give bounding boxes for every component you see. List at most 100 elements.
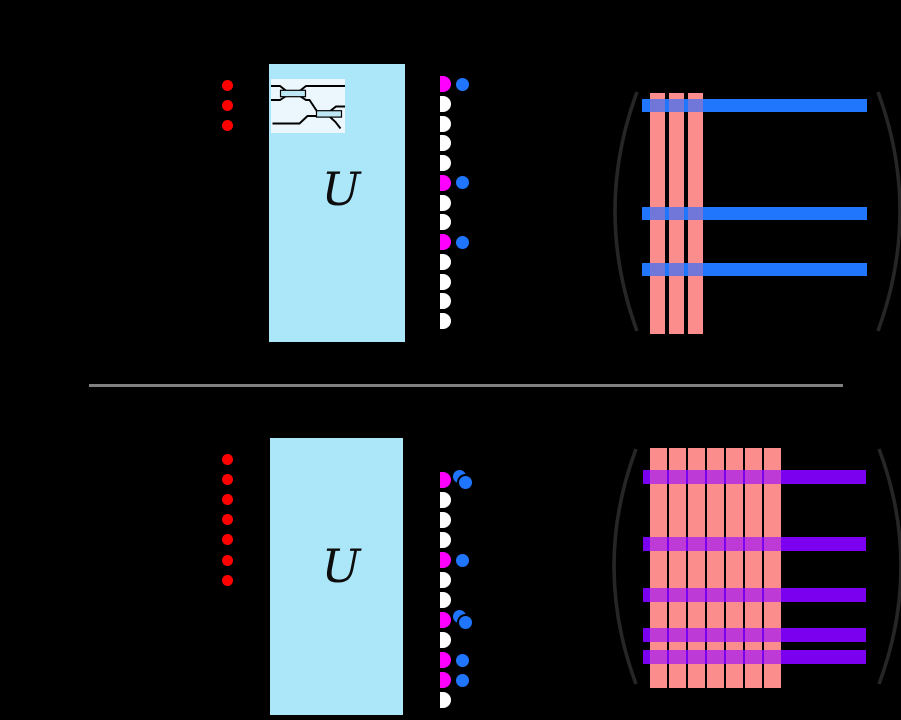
output-detector [440, 512, 451, 528]
input-photon-dot [221, 493, 233, 505]
output-photon-dot [456, 673, 469, 687]
output-detector [440, 155, 451, 171]
input-photon-dot [221, 79, 233, 91]
output-photon-dot [453, 610, 466, 623]
matrix-intersection-cell [726, 627, 743, 642]
output-detector [440, 612, 451, 628]
matrix-intersection-cell [669, 206, 684, 220]
output-photon-dot [455, 176, 469, 190]
matrix-intersection-cell [745, 470, 762, 484]
output-detector [440, 592, 451, 608]
input-photon-dot [221, 574, 233, 586]
matrix-intersection-cell [764, 650, 781, 664]
output-detector [440, 194, 451, 211]
matrix-intersection-cell [707, 470, 724, 484]
matrix-intersection-cell [745, 588, 762, 602]
output-detector [440, 313, 451, 329]
matrix-left-paren [612, 448, 638, 685]
output-detector [440, 273, 451, 290]
output-detector [440, 115, 451, 132]
input-photon-dot [221, 453, 233, 465]
matrix-row [643, 470, 866, 484]
output-photon-dot [455, 235, 469, 249]
matrix-right-paren [876, 91, 901, 332]
matrix-intersection-cell [707, 627, 724, 642]
unitary-label: U [321, 162, 361, 217]
matrix-intersection-cell [688, 537, 705, 551]
output-detector [440, 652, 451, 668]
matrix-intersection-cell [726, 650, 743, 664]
matrix-intersection-cell [669, 470, 686, 484]
matrix-intersection-cell [650, 206, 665, 220]
unitary-label: U [321, 539, 361, 594]
output-detector [440, 492, 451, 508]
output-detector [440, 552, 451, 568]
output-detector [440, 632, 451, 648]
matrix-row [642, 206, 867, 220]
matrix-intersection-cell [669, 263, 684, 276]
matrix-intersection-cell [688, 470, 705, 484]
output-detector [440, 234, 451, 250]
matrix-intersection-cell [726, 588, 743, 602]
input-photon-dot [221, 533, 233, 545]
matrix-column [707, 448, 724, 688]
matrix-row [643, 650, 866, 664]
matrix-intersection-cell [688, 627, 705, 642]
matrix-intersection-cell [688, 99, 703, 112]
output-detector [440, 174, 451, 191]
matrix-intersection-cell [764, 470, 781, 484]
output-photon-dot [456, 653, 469, 667]
input-photon-dot [221, 99, 233, 111]
matrix-intersection-cell [669, 99, 684, 112]
matrix-row [643, 627, 866, 642]
matrix-row [642, 263, 867, 276]
directional-coupler-icon [315, 110, 343, 118]
matrix-intersection-cell [745, 627, 762, 642]
output-photon-dot [459, 616, 472, 629]
matrix-intersection-cell [745, 650, 762, 664]
matrix-intersection-cell [688, 588, 705, 602]
matrix-intersection-cell [669, 627, 686, 642]
matrix-right-paren [877, 448, 901, 685]
matrix-intersection-cell [707, 650, 724, 664]
matrix-left-paren [613, 91, 639, 332]
input-photon-dot [221, 513, 233, 525]
matrix-intersection-cell [669, 588, 686, 602]
waveguide-path [271, 94, 345, 113]
matrix-intersection-cell [650, 537, 667, 551]
output-photon-dot [459, 476, 472, 489]
input-photon-dot [221, 119, 233, 131]
inset-background [271, 79, 345, 133]
output-detector [440, 472, 451, 488]
matrix-column [669, 93, 684, 334]
waveguide-path [272, 115, 342, 130]
output-detector [440, 532, 451, 548]
unitary-box [268, 436, 405, 717]
matrix-intersection-cell [764, 627, 781, 642]
input-photon-dot [221, 554, 233, 566]
matrix-row [642, 99, 867, 112]
matrix-row [643, 537, 866, 551]
matrix-intersection-cell [688, 263, 703, 276]
matrix-intersection-cell [764, 588, 781, 602]
panel-divider [89, 384, 843, 387]
matrix-intersection-cell [726, 470, 743, 484]
output-detector [440, 214, 451, 231]
waveguide-path [271, 85, 345, 93]
matrix-column [745, 448, 762, 688]
unitary-box [267, 62, 407, 344]
output-photon-dot [453, 470, 466, 483]
output-detector [440, 253, 451, 270]
matrix-column [688, 448, 705, 688]
matrix-intersection-cell [707, 588, 724, 602]
matrix-intersection-cell [650, 627, 667, 642]
input-photon-dot [221, 473, 233, 485]
matrix-intersection-cell [745, 537, 762, 551]
output-detector [440, 293, 451, 310]
matrix-intersection-cell [707, 537, 724, 551]
